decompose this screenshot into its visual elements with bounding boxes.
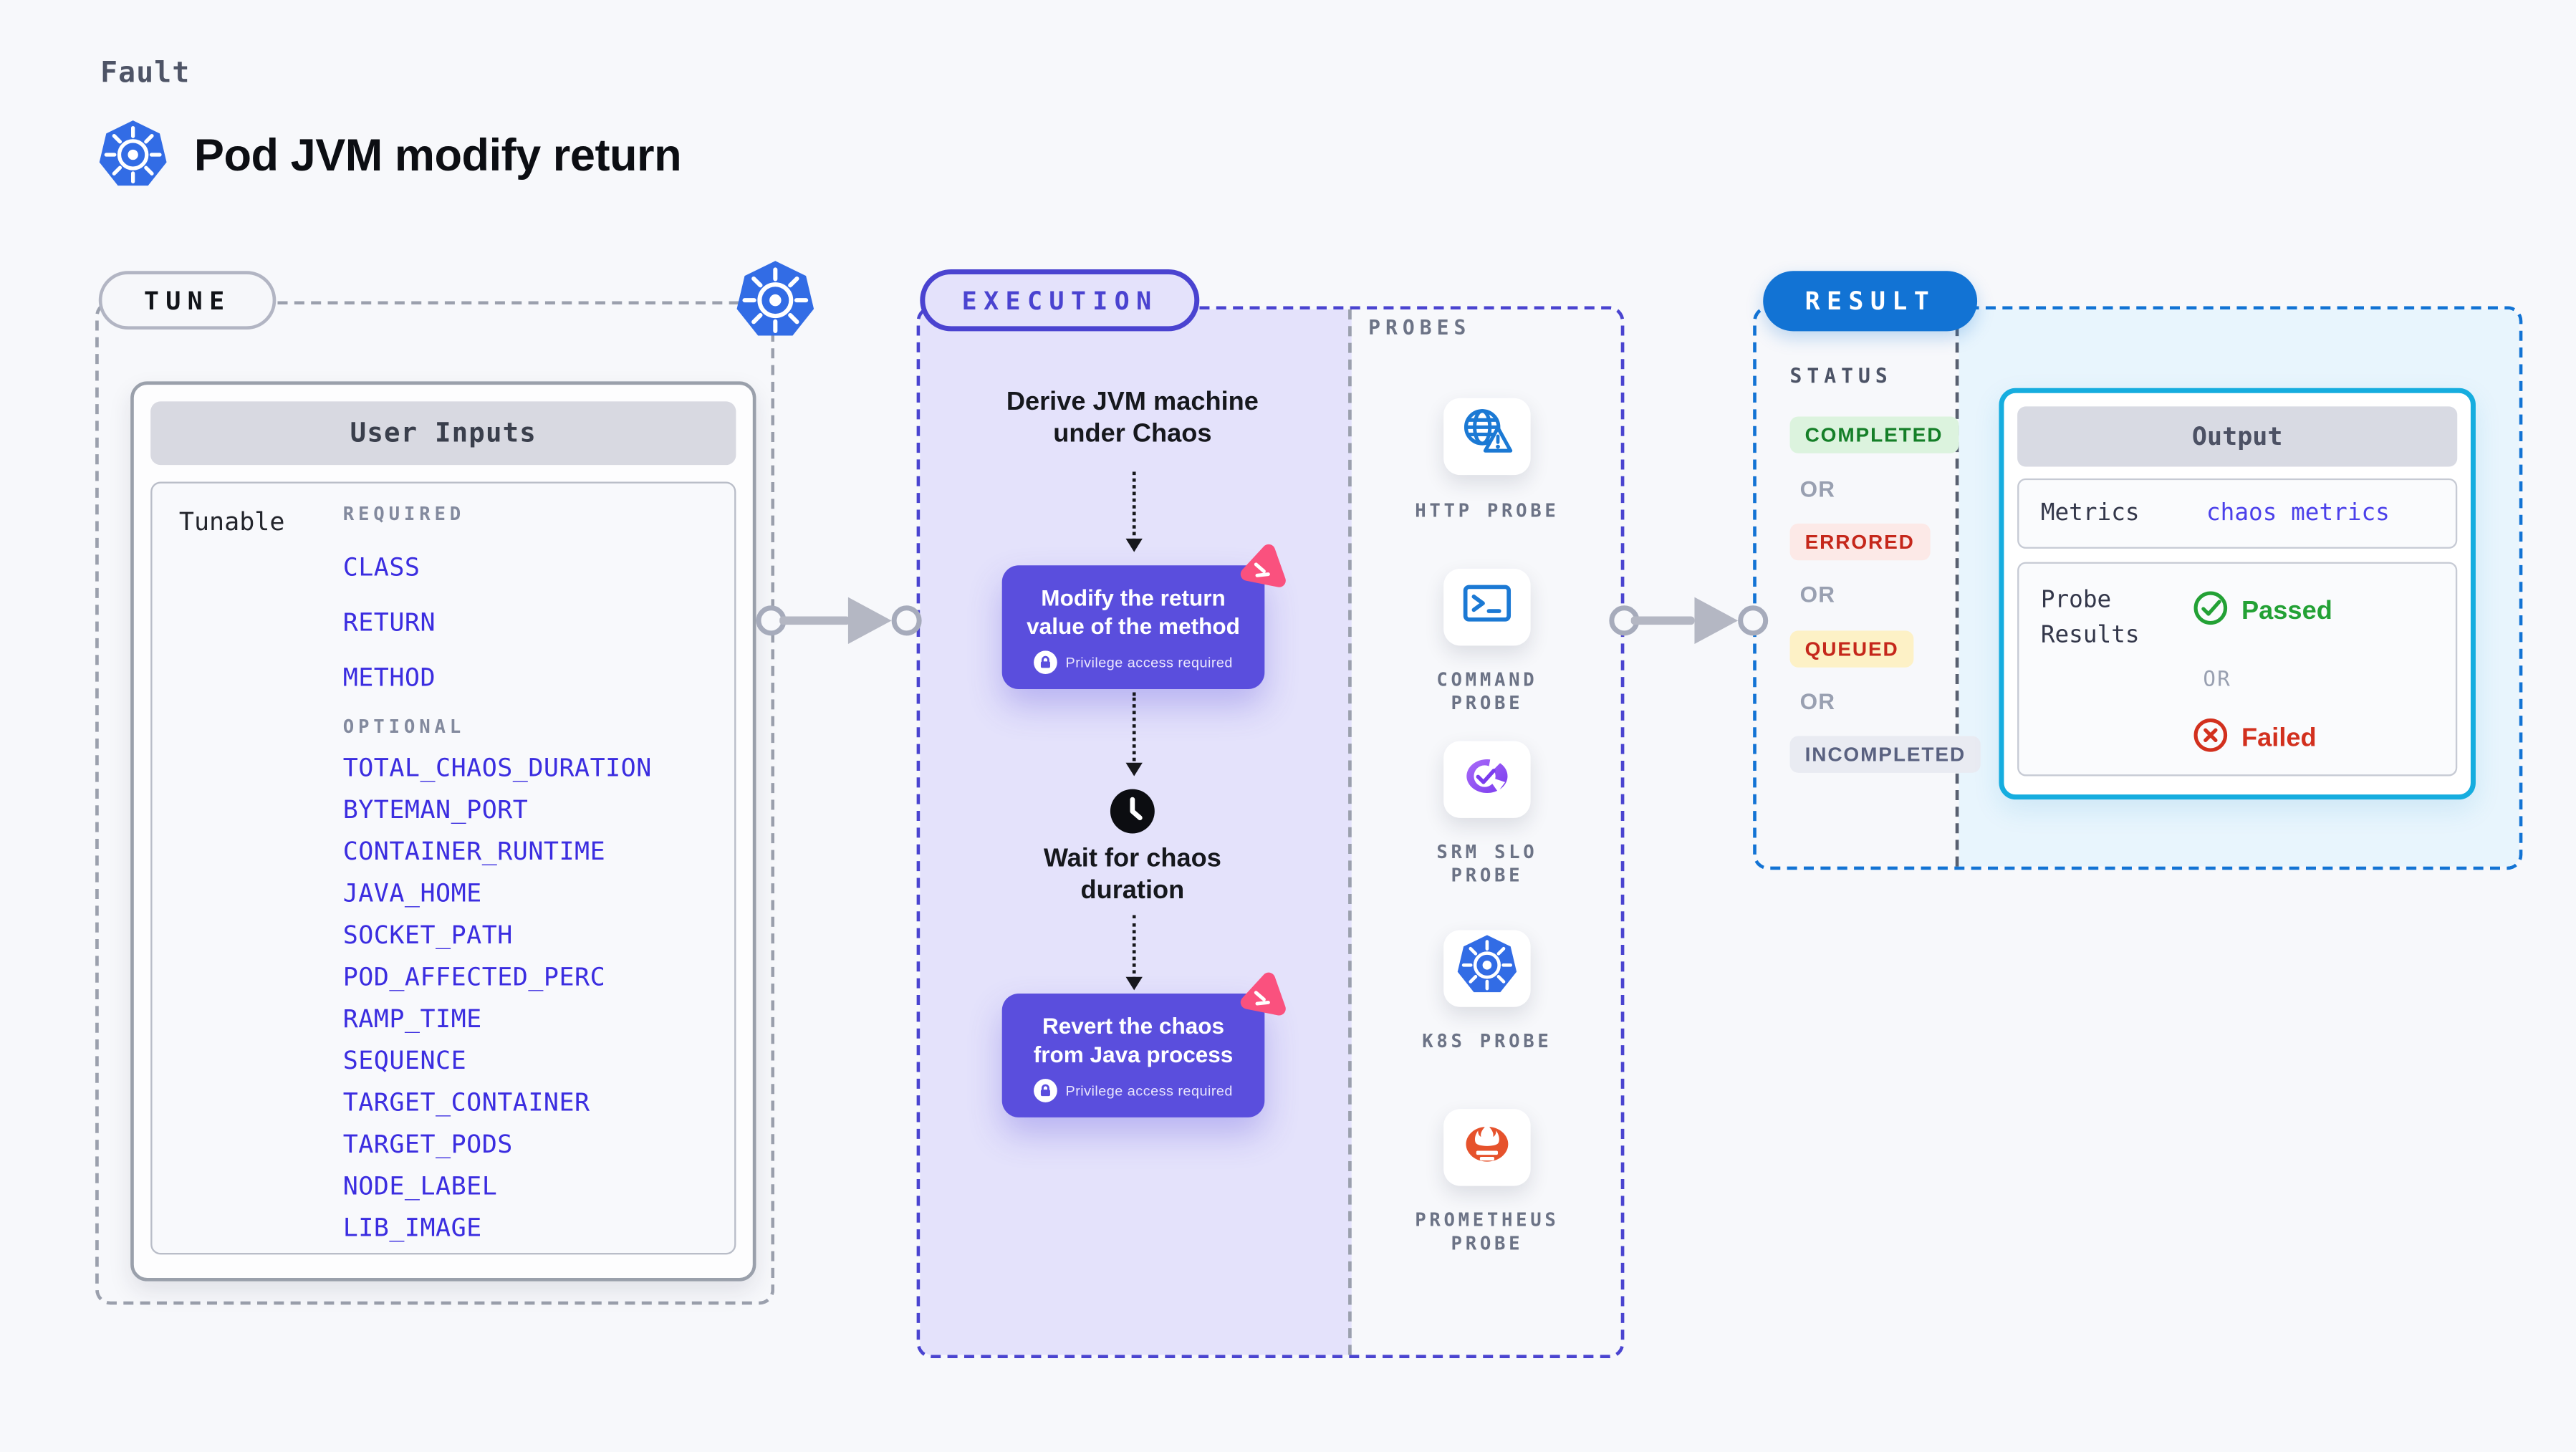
x-circle-icon	[2193, 718, 2228, 761]
passed-result: Passed	[2193, 590, 2332, 634]
arrow-line	[1630, 616, 1695, 625]
probes-column-label: PROBES	[1368, 316, 1471, 340]
tunable-label: Tunable	[178, 506, 285, 537]
probes-divider-line	[1348, 309, 1352, 1355]
http-probe-icon	[1457, 403, 1517, 471]
tunables-panel: Tunable REQUIRED CLASS RETURN METHOD OPT…	[150, 481, 736, 1255]
page-title: Pod JVM modify return	[193, 130, 682, 181]
arrow-head	[847, 597, 892, 645]
input-item: TARGET_CONTAINER	[342, 1087, 590, 1117]
input-item: POD_AFFECTED_PERC	[342, 961, 606, 992]
input-item: SOCKET_PATH	[342, 920, 513, 951]
chaos-icon	[1232, 968, 1290, 1026]
required-group-label: REQUIRED	[342, 503, 466, 526]
probe-label: K8S PROBE	[1422, 1030, 1552, 1052]
or-label: OR	[2203, 665, 2232, 691]
srm-slo-probe-icon	[1457, 745, 1517, 814]
probe-results-label: Probe Results	[2040, 587, 2140, 650]
revert-step-box: Revert the chaos from Java process Privi…	[1001, 994, 1265, 1117]
privilege-note: Privilege access required	[1065, 654, 1233, 671]
or-label: OR	[1799, 689, 1836, 715]
input-item: METHOD	[342, 662, 436, 693]
prometheus-probe-card	[1443, 1109, 1531, 1186]
input-item: TOTAL_CHAOS_DURATION	[342, 752, 652, 783]
input-item: TARGET_PODS	[342, 1129, 513, 1160]
or-label: OR	[1799, 582, 1836, 607]
input-item: BYTEMAN_PORT	[342, 794, 529, 825]
input-item: SEQUENCE	[342, 1045, 467, 1076]
output-card: Output Metrics chaos metrics Probe Resul…	[1999, 388, 2476, 800]
input-item: JAVA_HOME	[342, 878, 482, 908]
revert-step-title: Revert the chaos from Java process	[1033, 1014, 1234, 1067]
result-badge: RESULT	[1763, 271, 1978, 332]
privilege-note: Privilege access required	[1065, 1082, 1233, 1100]
execution-badge: EXECUTION	[920, 269, 1200, 332]
arrow-down-icon	[1125, 692, 1143, 777]
http-probe-card	[1443, 398, 1531, 476]
probe-label: SRM SLO PROBE	[1436, 841, 1538, 887]
check-circle-icon	[2193, 590, 2228, 634]
status-badge-queued: QUEUED	[1789, 630, 1914, 668]
status-badge-errored: ERRORED	[1789, 523, 1930, 561]
lock-icon	[1034, 1079, 1057, 1102]
srm-slo-probe-card	[1443, 741, 1531, 818]
user-inputs-title: User Inputs	[150, 401, 736, 466]
tune-section-box	[95, 301, 775, 1305]
flow-arrow-execution-to-result	[1609, 597, 1769, 645]
metrics-label: Metrics	[2040, 500, 2140, 527]
chaos-icon	[1232, 539, 1290, 597]
failed-label: Failed	[2241, 724, 2317, 753]
command-probe-icon	[1457, 573, 1517, 642]
input-item: CLASS	[342, 552, 420, 582]
prometheus-probe-icon	[1457, 1113, 1517, 1182]
wait-step-text: Wait for chaos duration	[1043, 845, 1221, 905]
arrow-head	[1694, 597, 1739, 645]
input-item: LIB_IMAGE	[342, 1212, 482, 1243]
input-item: RETURN	[342, 607, 436, 638]
flow-arrow-tune-to-execution	[756, 597, 923, 645]
status-badge-incompleted: INCOMPLETED	[1789, 736, 1981, 773]
fault-kicker: Fault	[100, 57, 191, 91]
probe-results-row: Probe Results Passed OR Failed	[2017, 562, 2458, 777]
tune-badge: TUNE	[98, 271, 277, 330]
status-badge-completed: COMPLETED	[1789, 416, 1959, 453]
kubernetes-icon	[99, 119, 168, 191]
probe-label: HTTP PROBE	[1415, 500, 1559, 522]
metrics-value: chaos metrics	[2206, 500, 2390, 527]
command-probe-card	[1443, 568, 1531, 646]
output-card-title: Output	[2017, 406, 2458, 467]
status-divider-line	[1955, 309, 1959, 867]
metrics-row: Metrics chaos metrics	[2017, 478, 2458, 549]
or-label: OR	[1799, 476, 1836, 502]
arrow-down-icon	[1125, 915, 1143, 991]
arrow-down-icon	[1125, 471, 1143, 552]
modify-step-box: Modify the return value of the method Pr…	[1001, 565, 1265, 690]
k8s-probe-card	[1443, 930, 1531, 1007]
clock-icon	[1109, 788, 1155, 835]
probe-label: PROMETHEUS PROBE	[1415, 1209, 1559, 1255]
derive-step-text: Derive JVM machine under Chaos	[1006, 388, 1259, 448]
k8s-probe-icon	[1457, 934, 1517, 1003]
failed-result: Failed	[2193, 718, 2317, 761]
probe-label: COMMAND PROBE	[1436, 669, 1538, 715]
status-column-label: STATUS	[1789, 365, 1893, 388]
modify-step-title: Modify the return value of the method	[1027, 585, 1240, 640]
kubernetes-icon	[736, 259, 814, 341]
user-inputs-card: User Inputs Tunable REQUIRED CLASS RETUR…	[130, 381, 756, 1282]
input-item: RAMP_TIME	[342, 1004, 482, 1034]
input-item: CONTAINER_RUNTIME	[342, 836, 606, 867]
optional-group-label: OPTIONAL	[342, 716, 466, 738]
connector-dot	[891, 605, 922, 636]
arrow-line	[779, 616, 850, 625]
connector-dot	[1738, 605, 1769, 636]
passed-label: Passed	[2241, 597, 2332, 626]
lock-icon	[1034, 650, 1057, 675]
input-item: NODE_LABEL	[342, 1170, 498, 1201]
